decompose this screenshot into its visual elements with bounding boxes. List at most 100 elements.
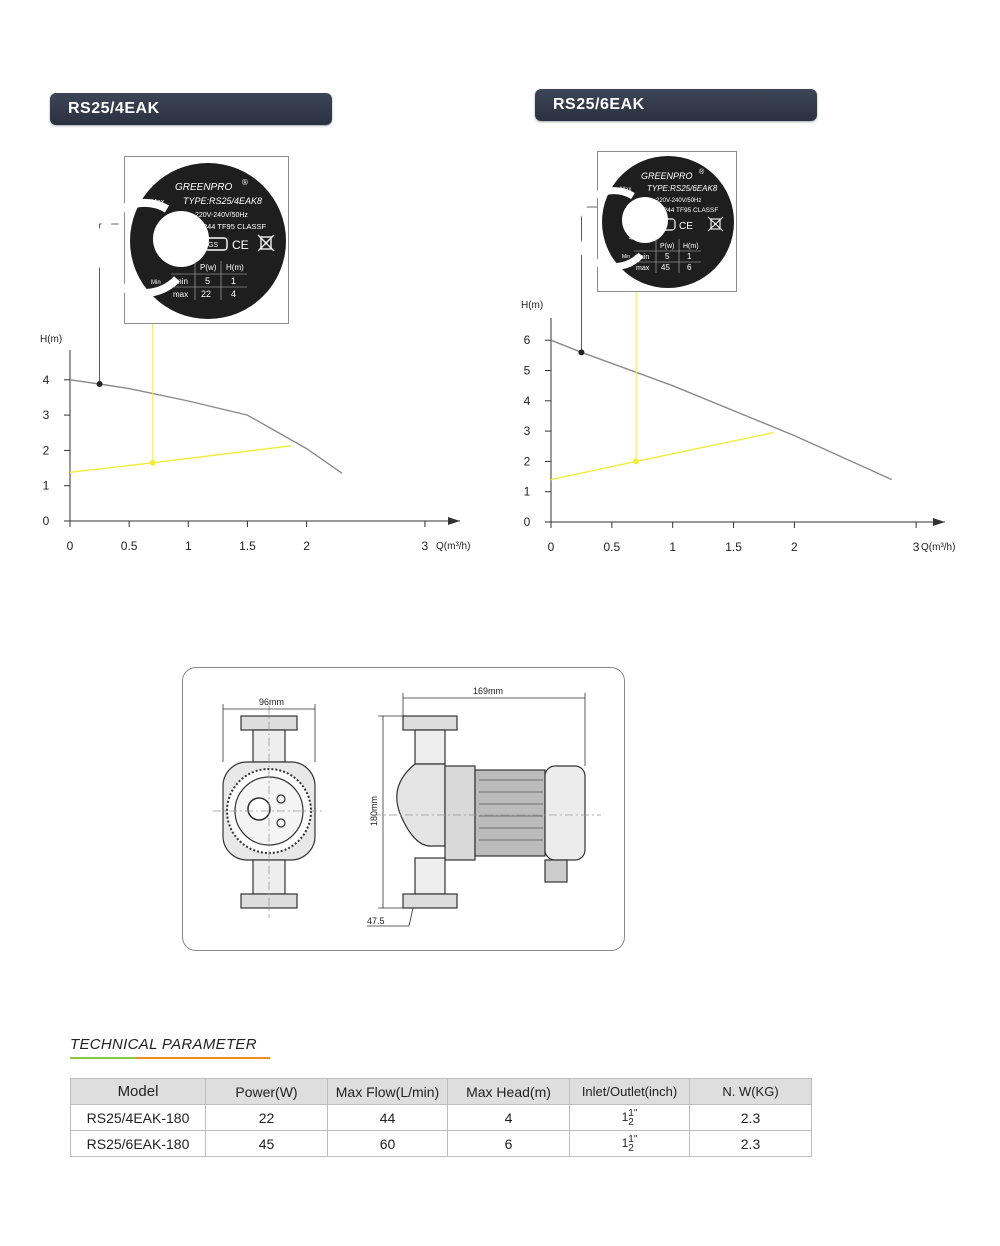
- y-tick-label: 2: [524, 454, 531, 468]
- brand-text: GREENPRO: [641, 171, 693, 181]
- dim-height-line: [378, 715, 403, 909]
- y-tick-label: 3: [43, 408, 50, 422]
- nameplate-left: Max Min ECO GREENPRO ® TYPE:RS25/4EAK8 2…: [95, 156, 289, 324]
- inlet-num: 1: [628, 1133, 634, 1145]
- table-header-power: P(w): [200, 263, 217, 272]
- table-header-power: P(w): [660, 243, 674, 250]
- table-row-min-power: 5: [665, 252, 670, 261]
- ce-mark-icon: CE: [232, 238, 249, 252]
- nameplate-table-lines: [634, 239, 701, 273]
- table-row-min-label: min: [175, 277, 188, 286]
- table-row-max-label: max: [636, 265, 650, 272]
- col-inlet-outlet: Inlet/Outlet(inch): [569, 1078, 690, 1105]
- y-tick-label: 6: [524, 333, 531, 347]
- tech-parameter-underline: [70, 1057, 270, 1059]
- voltage-text: 220V-240V/50Hz: [656, 198, 701, 204]
- brand-text: GREENPRO: [175, 182, 232, 193]
- inlet-den: 2: [628, 1142, 634, 1154]
- y-tick-label: 1: [524, 485, 531, 499]
- x-tick-label: 3: [913, 540, 920, 554]
- inlet-whole: 1: [621, 1136, 629, 1151]
- dial-min-label: Min: [151, 280, 161, 286]
- ratings-text: IP44 TF95 CLASSF: [200, 222, 267, 231]
- tech-parameter-title: TECHNICAL PARAMETER: [70, 1036, 257, 1053]
- nameplate-table-lines: [171, 261, 247, 300]
- cell-max-head: 6: [447, 1130, 570, 1157]
- operating-point-marker: [96, 381, 103, 388]
- x-axis-label: Q(m³/h): [921, 542, 955, 553]
- certification-icon: GS: [204, 237, 228, 251]
- ce-mark-icon: CE: [679, 221, 693, 232]
- system-curve-line: [550, 431, 774, 481]
- dimension-drawing-panel: 96mm 169mm 180mm: [182, 667, 625, 951]
- chart-title-left: RS25/4EAK: [50, 93, 332, 125]
- y-tick-label: 4: [43, 373, 50, 387]
- cell-power: 45: [205, 1130, 328, 1157]
- operating-point-marker: [633, 458, 640, 465]
- y-tick-label: 0: [43, 514, 50, 528]
- table-row-max-label: max: [173, 290, 188, 299]
- col-weight: N. W(KG): [689, 1078, 812, 1105]
- type-text: TYPE:RS25/4EAK8: [183, 196, 262, 206]
- x-tick-label: 1.5: [725, 540, 742, 554]
- chart-right: 00.511.52340123456Q(m³/h)H(m): [521, 206, 955, 554]
- table-row-min-power: 5: [205, 276, 210, 286]
- pump-curve-line: [550, 339, 893, 481]
- dim-offset-label: 47.5: [367, 916, 385, 926]
- nameplate-right: Max Min ECO GREENPRO ® TYPE:RS25/6EAK8 2…: [572, 151, 737, 292]
- x-tick-label: 2: [303, 539, 310, 553]
- svg-text:GS: GS: [208, 242, 218, 249]
- dial-knob: [153, 211, 209, 267]
- dial-ring-icon: [95, 198, 180, 297]
- x-axis-label: Q(m³/h): [436, 541, 470, 552]
- table-row-min-label: min: [638, 254, 649, 261]
- table-row-max-head: 4: [231, 289, 236, 299]
- table-row-max-head: 6: [687, 263, 692, 272]
- dim-length-line: [402, 693, 586, 766]
- x-tick-label: 1.5: [239, 539, 256, 553]
- col-max-flow: Max Flow(L/min): [327, 1078, 448, 1105]
- weee-bin-icon: [707, 216, 724, 232]
- y-axis-label: H(m): [40, 334, 62, 345]
- nameplate-leader-line: [99, 223, 119, 385]
- certification-icon: GS: [655, 218, 676, 231]
- x-tick-label: 3: [422, 539, 429, 553]
- col-model: Model: [70, 1078, 206, 1105]
- y-tick-label: 1: [43, 479, 50, 493]
- tech-parameter-table: Model Power(W) Max Flow(L/min) Max Head(…: [70, 1078, 812, 1157]
- x-axis-arrow-icon: [448, 517, 460, 525]
- chart-title-right: RS25/6EAK: [535, 89, 817, 121]
- operating-point-marker: [578, 349, 585, 356]
- dim-offset-line: [367, 907, 414, 927]
- x-tick-label: 1: [185, 539, 192, 553]
- x-tick-label: 0: [548, 540, 555, 554]
- dial-knob: [622, 197, 668, 243]
- x-tick-label: 1: [669, 540, 676, 554]
- dial-ring-icon: [572, 187, 644, 271]
- inlet-den: 2: [628, 1116, 634, 1128]
- cell-max-head: 4: [447, 1104, 570, 1131]
- dial-max-label: Max: [151, 199, 165, 206]
- x-tick-label: 0.5: [604, 540, 621, 554]
- y-tick-label: 5: [524, 364, 531, 378]
- col-max-head: Max Head(m): [447, 1078, 570, 1105]
- ratings-text: IP44 TF95 CLASSF: [661, 207, 718, 214]
- table-row-max-power: 45: [661, 263, 670, 272]
- operating-point-marker: [149, 459, 156, 466]
- cell-model: RS25/4EAK-180: [70, 1104, 206, 1131]
- weee-bin-icon: [257, 234, 275, 252]
- svg-text:GS: GS: [659, 223, 668, 229]
- table-header-head: H(m): [683, 243, 699, 250]
- dim-length-label: 169mm: [473, 686, 503, 696]
- cell-max-flow: 60: [327, 1130, 448, 1157]
- inlet-inch-mark: ": [633, 1108, 638, 1120]
- dial-min-label: Min: [622, 254, 630, 260]
- inlet-num: 1: [628, 1107, 634, 1119]
- dim-width-line: [222, 704, 316, 762]
- table-row-min-head: 1: [231, 276, 236, 286]
